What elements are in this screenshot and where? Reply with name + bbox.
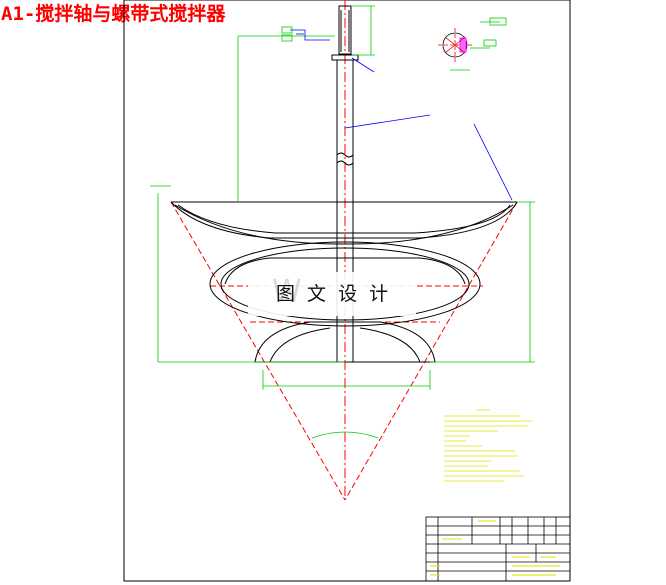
upper-helix <box>170 201 518 245</box>
cone-centerlines <box>170 0 518 501</box>
leader-lines <box>290 29 513 201</box>
drawing-frame <box>123 0 571 582</box>
title-block-marks <box>430 520 560 576</box>
watermark-text: 图 文 设 计 <box>276 283 391 305</box>
middle-helix <box>209 241 481 327</box>
tolerance-frames <box>281 26 293 42</box>
dimension-lines <box>150 5 535 439</box>
drawing-title: A1-搅拌轴与螺带式搅拌器 <box>1 2 226 25</box>
svg-text:W: W <box>272 274 302 309</box>
title-block <box>425 516 571 582</box>
lower-helix <box>254 321 436 363</box>
section-detail <box>438 17 507 71</box>
technical-notes <box>444 409 532 482</box>
watermark: W 图 文 设 计 <box>248 272 416 316</box>
